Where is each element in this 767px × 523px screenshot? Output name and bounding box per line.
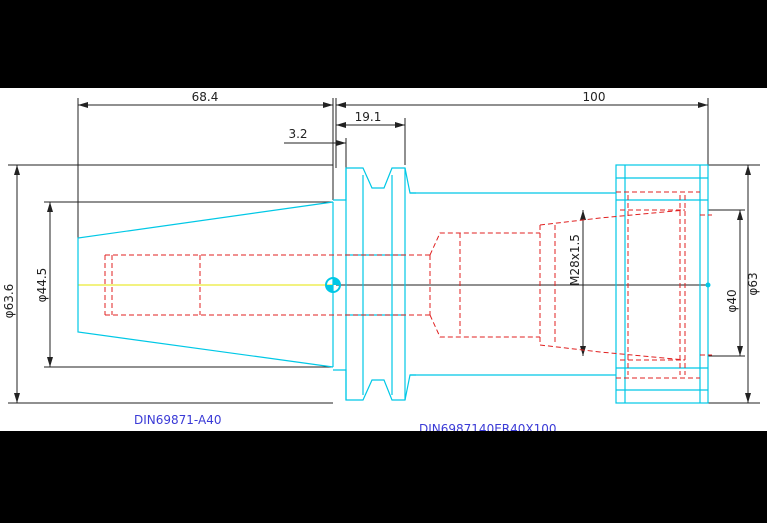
dim-100: 100 — [583, 90, 606, 104]
dimension-lines — [8, 98, 760, 404]
arrowheads — [14, 102, 751, 403]
taper-standard-label: DIN69871-A40 — [134, 413, 221, 427]
dim-phi-44-5: φ44.5 — [35, 268, 49, 303]
dim-m28: M28x1.5 — [568, 234, 582, 286]
cad-drawing: 68.4 100 19.1 3.2 φ63.6 φ44.5 M28x1.5 φ6… — [2, 90, 760, 431]
drawing-canvas: 68.4 100 19.1 3.2 φ63.6 φ44.5 M28x1.5 φ6… — [0, 88, 767, 431]
dim-19-1: 19.1 — [355, 110, 382, 124]
dim-phi-63-6: φ63.6 — [2, 284, 16, 319]
part-outline — [77, 164, 709, 404]
dim-68-4: 68.4 — [192, 90, 219, 104]
dim-3-2: 3.2 — [288, 127, 307, 141]
dim-phi-40: φ40 — [725, 289, 739, 312]
hidden-lines — [104, 191, 712, 379]
collet-standard-label: DIN6987140ER40X100 — [419, 422, 557, 431]
dim-phi-63: φ63 — [746, 272, 760, 295]
